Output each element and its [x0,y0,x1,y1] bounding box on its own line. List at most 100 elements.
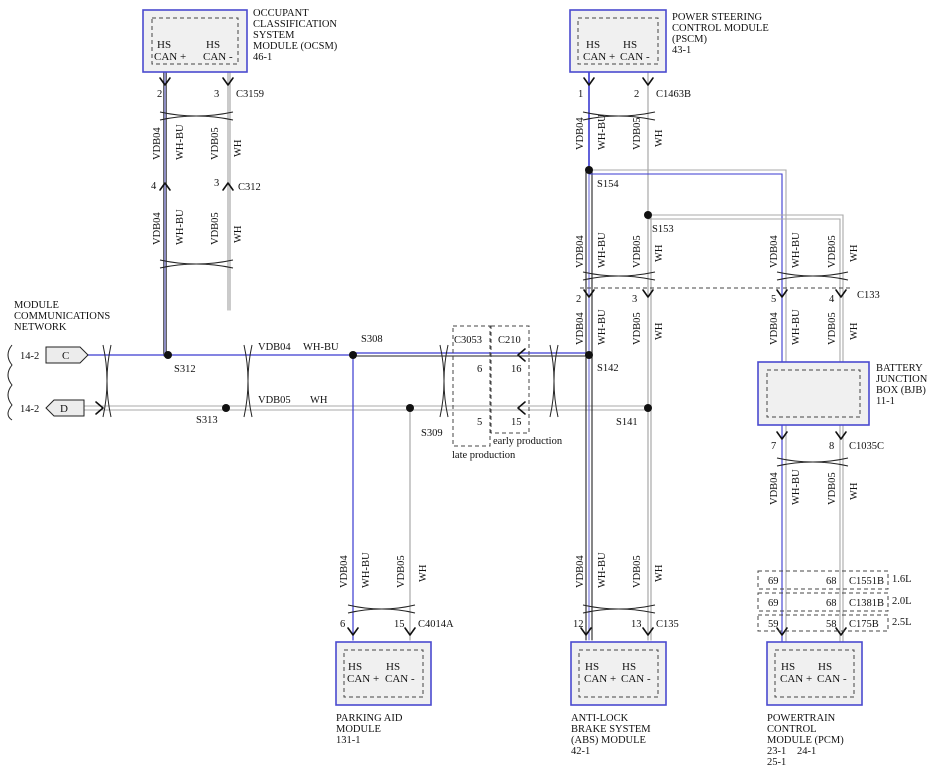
module-abs[interactable]: HS HS CAN + CAN - [570,641,667,706]
svg-text:2: 2 [157,89,162,100]
connector-c3053-box [452,325,491,447]
svg-text:WH-BU: WH-BU [303,342,339,353]
svg-text:3: 3 [214,89,219,100]
svg-text:HS: HS [622,661,636,673]
svg-text:13: 13 [631,619,642,630]
svg-text:C175B: C175B [849,619,879,630]
svg-text:C1463B: C1463B [656,89,691,100]
svg-text:MODULE: MODULE [336,724,381,735]
svg-text:7: 7 [771,441,776,452]
svg-text:WH-BU: WH-BU [791,469,802,505]
svg-text:14-2: 14-2 [20,404,39,415]
svg-text:S309: S309 [421,428,443,439]
svg-text:C1035C: C1035C [849,441,884,452]
svg-text:CAN +: CAN + [584,673,616,685]
svg-text:VDB04: VDB04 [575,235,586,268]
svg-text:VDB04: VDB04 [769,312,780,345]
module-parking-aid[interactable]: HS HS CAN + CAN - [335,641,432,706]
svg-text:3: 3 [214,178,219,189]
wire-ocsm-can-minus [227,69,231,311]
svg-text:WH-BU: WH-BU [361,552,372,588]
svg-text:5: 5 [477,417,482,428]
svg-text:OCCUPANT: OCCUPANT [253,8,309,19]
svg-text:CAN +: CAN + [583,51,615,63]
svg-text:VDB05: VDB05 [632,312,643,345]
svg-text:D: D [60,403,68,415]
svg-text:15: 15 [511,417,522,428]
svg-text:CAN -: CAN - [385,673,415,685]
svg-text:WH-BU: WH-BU [597,114,608,150]
svg-text:HS: HS [386,661,400,673]
svg-text:CONTROL: CONTROL [767,724,817,735]
module-pcm[interactable]: HS HS CAN + CAN - [766,641,863,706]
svg-text:MODULE: MODULE [14,300,59,311]
svg-text:POWERTRAIN: POWERTRAIN [767,713,836,724]
svg-text:WH: WH [310,395,328,406]
svg-text:S153: S153 [652,224,674,235]
svg-text:HS: HS [818,661,832,673]
svg-text:C: C [62,350,69,362]
svg-text:WH-BU: WH-BU [175,209,186,245]
module-bjb[interactable] [757,361,870,426]
svg-text:S308: S308 [361,334,383,345]
svg-text:HS: HS [781,661,795,673]
svg-text:BRAKE SYSTEM: BRAKE SYSTEM [571,724,651,735]
svg-text:16: 16 [511,364,522,375]
svg-text:VDB04: VDB04 [339,555,350,588]
svg-text:68: 68 [826,598,837,609]
svg-text:VDB05: VDB05 [210,212,221,245]
svg-text:VDB05: VDB05 [827,472,838,505]
svg-text:15: 15 [394,619,405,630]
svg-text:VDB04: VDB04 [152,127,163,160]
svg-text:HS: HS [585,661,599,673]
svg-text:HS: HS [206,39,220,51]
wire-pscm-can-plus [585,69,593,641]
svg-text:CAN +: CAN + [154,51,186,63]
svg-text:CONTROL MODULE: CONTROL MODULE [672,23,769,34]
svg-text:69: 69 [768,576,779,587]
svg-text:VDB05: VDB05 [827,235,838,268]
svg-text:WH-BU: WH-BU [597,232,608,268]
network-connector-d[interactable]: D [45,399,85,417]
wires [79,68,850,643]
svg-text:MODULE (PCM): MODULE (PCM) [767,735,844,746]
svg-text:4: 4 [829,294,835,305]
svg-text:C135: C135 [656,619,679,630]
svg-text:2: 2 [634,89,639,100]
svg-text:3: 3 [632,294,637,305]
svg-text:59: 59 [768,619,779,630]
svg-text:14-2: 14-2 [20,351,39,362]
svg-text:CAN -: CAN - [203,51,233,63]
svg-text:VDB04: VDB04 [575,312,586,345]
svg-text:CAN -: CAN - [620,51,650,63]
splice-s153-dot [644,211,652,219]
pcm-engine-connectors [757,570,889,632]
svg-text:12: 12 [573,619,584,630]
wire-s153-to-bjb [647,214,844,363]
splice-s313-dot [222,404,230,412]
svg-text:WH: WH [654,322,665,340]
svg-text:VDB04: VDB04 [152,212,163,245]
svg-text:1: 1 [578,89,583,100]
svg-text:C312: C312 [238,182,261,193]
svg-text:BOX (BJB): BOX (BJB) [876,385,926,396]
svg-text:WH: WH [654,129,665,147]
splice-s141-dot [644,404,652,412]
svg-text:(PSCM): (PSCM) [672,34,708,45]
svg-text:CAN +: CAN + [347,673,379,685]
svg-text:24-1: 24-1 [797,746,816,757]
network-brace [7,344,13,421]
module-pscm[interactable]: HS HS CAN + CAN - [569,9,667,73]
svg-text:WH: WH [233,225,244,243]
svg-text:6: 6 [477,364,482,375]
svg-text:25-1: 25-1 [767,757,786,768]
svg-text:WH-BU: WH-BU [597,552,608,588]
network-connector-c[interactable]: C [45,346,89,364]
svg-text:BATTERY: BATTERY [876,363,923,374]
twist-symbols [102,111,849,614]
svg-text:POWER STEERING: POWER STEERING [672,12,763,23]
svg-text:2.0L: 2.0L [892,596,912,607]
svg-text:VDB04: VDB04 [769,235,780,268]
module-ocsm[interactable]: HS HS CAN + CAN - [142,9,248,73]
svg-text:2.5L: 2.5L [892,617,912,628]
